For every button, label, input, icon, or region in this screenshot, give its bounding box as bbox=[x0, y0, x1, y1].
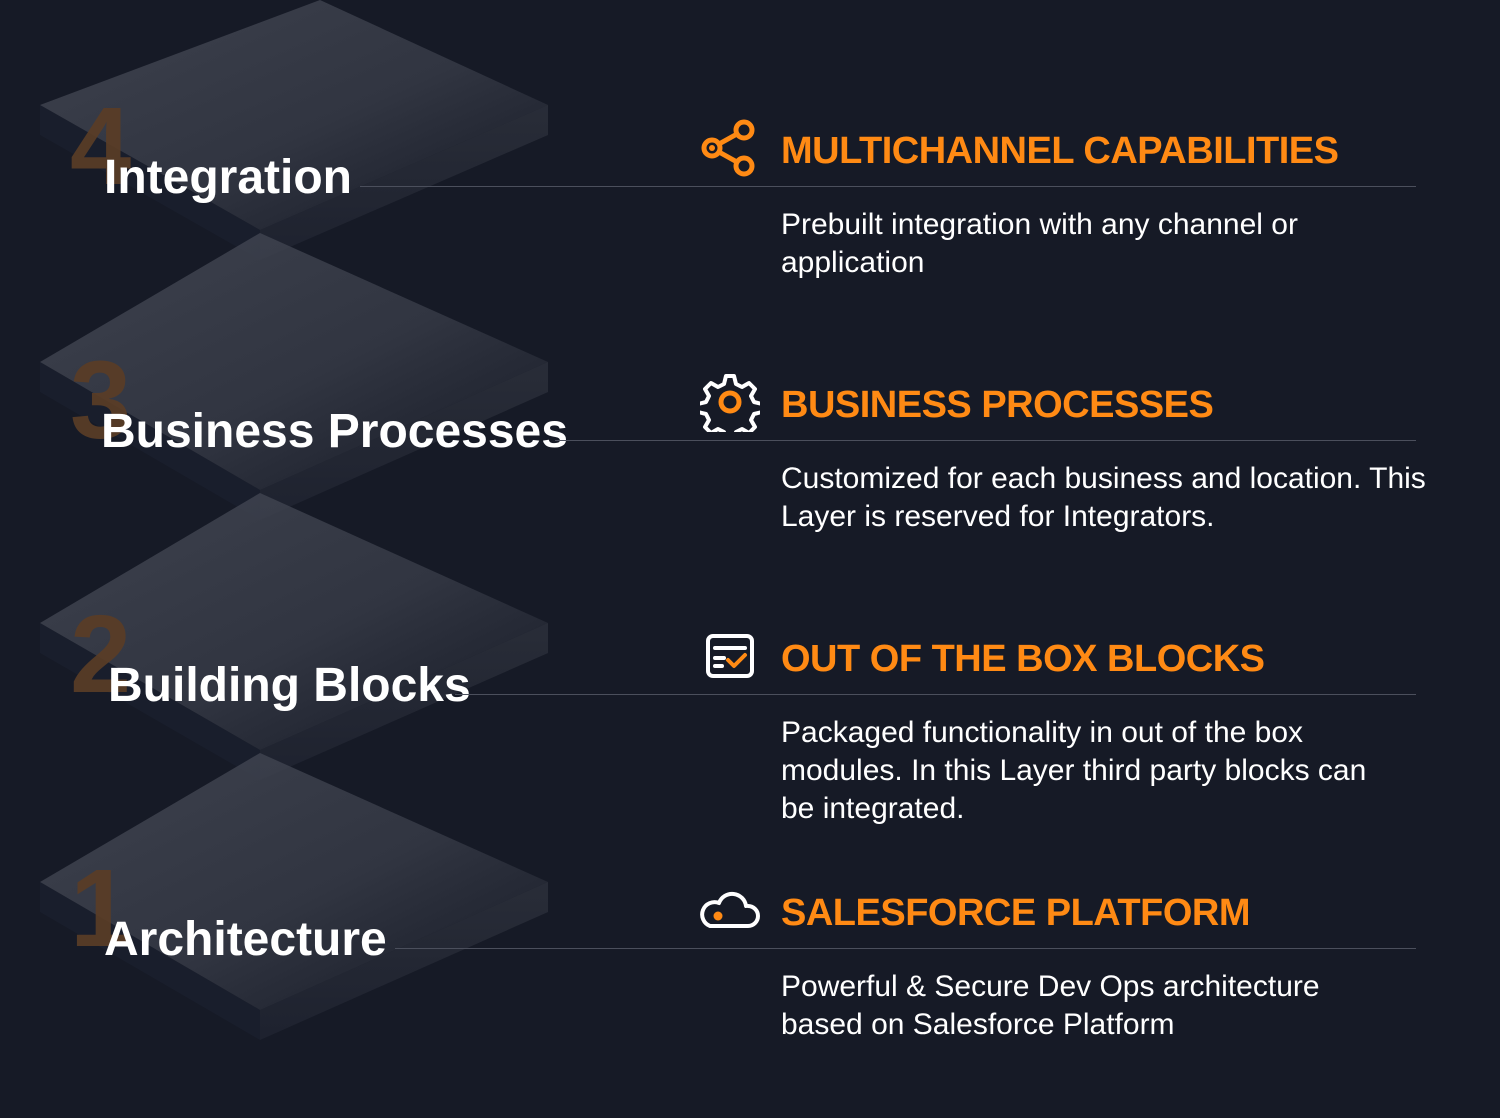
checklist-icon bbox=[706, 634, 754, 678]
layer-name: Business Processes bbox=[101, 405, 568, 458]
plate-4 bbox=[40, 0, 548, 260]
plate-2 bbox=[40, 493, 548, 780]
layer-row-business-processes: 3 Business Processes BUSINESS PROCESSES … bbox=[0, 346, 1500, 610]
feature-title: OUT OF THE BOX BLOCKS bbox=[781, 638, 1265, 680]
feature-description: Packaged functionality in out of the box… bbox=[781, 716, 1367, 825]
layer-name: Integration bbox=[104, 151, 352, 204]
layer-row-architecture: 1 Architecture SALESFORCE PLATFORM Power… bbox=[0, 854, 1500, 1118]
layer-name: Building Blocks bbox=[108, 659, 471, 712]
plate-1 bbox=[40, 753, 548, 1040]
layer-name: Architecture bbox=[104, 913, 387, 966]
share-icon bbox=[701, 119, 755, 177]
layer-row-building-blocks: 2 Building Blocks OUT OF THE BOX BLOCKS … bbox=[0, 600, 1500, 864]
divider bbox=[555, 440, 1416, 441]
layer-number: 2 bbox=[70, 593, 131, 716]
divider bbox=[455, 694, 1416, 695]
plate-3 bbox=[40, 233, 548, 520]
feature-description: Powerful & Secure Dev Ops architecture b… bbox=[781, 970, 1320, 1041]
cloud-icon bbox=[700, 891, 760, 928]
feature-description: Prebuilt integration with any channel or… bbox=[781, 208, 1298, 279]
feature-title: BUSINESS PROCESSES bbox=[781, 384, 1214, 426]
feature-title: SALESFORCE PLATFORM bbox=[781, 892, 1251, 934]
layer-number: 3 bbox=[70, 339, 131, 462]
divider bbox=[360, 186, 1416, 187]
layer-number: 1 bbox=[70, 847, 131, 970]
layer-number: 4 bbox=[70, 85, 131, 208]
gear-icon bbox=[700, 374, 760, 432]
feature-description: Customized for each business and locatio… bbox=[781, 462, 1426, 533]
layer-row-integration: 4 Integration MULTICHANNEL CAPABILITIES … bbox=[0, 92, 1500, 356]
feature-title: MULTICHANNEL CAPABILITIES bbox=[781, 130, 1339, 172]
divider bbox=[395, 948, 1416, 949]
